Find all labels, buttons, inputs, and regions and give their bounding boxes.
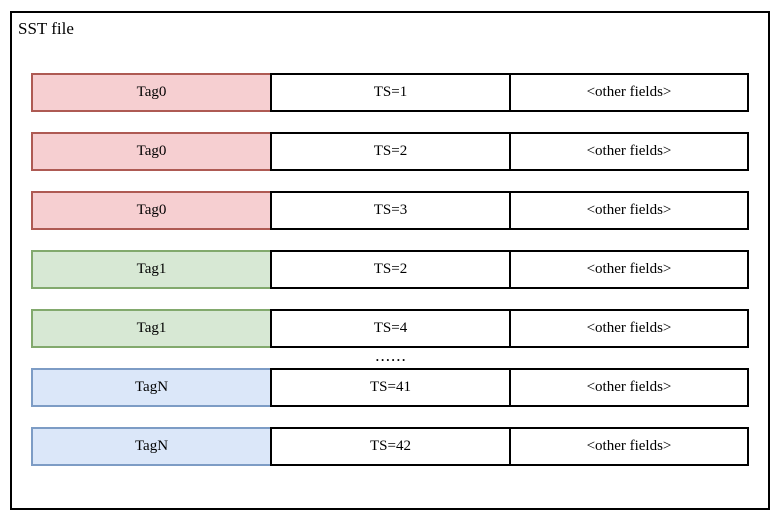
record-timestamp-cell[interactable]: TS=1: [270, 73, 511, 112]
record-other-fields-cell[interactable]: <other fields>: [509, 250, 749, 289]
record-other-fields-cell[interactable]: <other fields>: [509, 427, 749, 466]
record-other-fields-cell[interactable]: <other fields>: [509, 191, 749, 230]
record-timestamp-cell[interactable]: TS=2: [270, 250, 511, 289]
ellipsis-indicator: ......: [375, 346, 407, 365]
record-timestamp-cell[interactable]: TS=4: [270, 309, 511, 348]
record-tag-cell[interactable]: Tag0: [31, 191, 272, 230]
record-tag-cell[interactable]: Tag0: [31, 73, 272, 112]
record-tag-cell[interactable]: Tag1: [31, 250, 272, 289]
record-other-fields-cell[interactable]: <other fields>: [509, 73, 749, 112]
record-timestamp-cell[interactable]: TS=41: [270, 368, 511, 407]
record-tag-cell[interactable]: TagN: [31, 427, 272, 466]
record-timestamp-cell[interactable]: TS=42: [270, 427, 511, 466]
record-tag-cell[interactable]: Tag0: [31, 132, 272, 171]
record-tag-cell[interactable]: TagN: [31, 368, 272, 407]
record-other-fields-cell[interactable]: <other fields>: [509, 309, 749, 348]
record-timestamp-cell[interactable]: TS=2: [270, 132, 511, 171]
record-timestamp-cell[interactable]: TS=3: [270, 191, 511, 230]
sst-file-title: SST file: [18, 19, 74, 38]
record-other-fields-cell[interactable]: <other fields>: [509, 368, 749, 407]
record-tag-cell[interactable]: Tag1: [31, 309, 272, 348]
record-other-fields-cell[interactable]: <other fields>: [509, 132, 749, 171]
